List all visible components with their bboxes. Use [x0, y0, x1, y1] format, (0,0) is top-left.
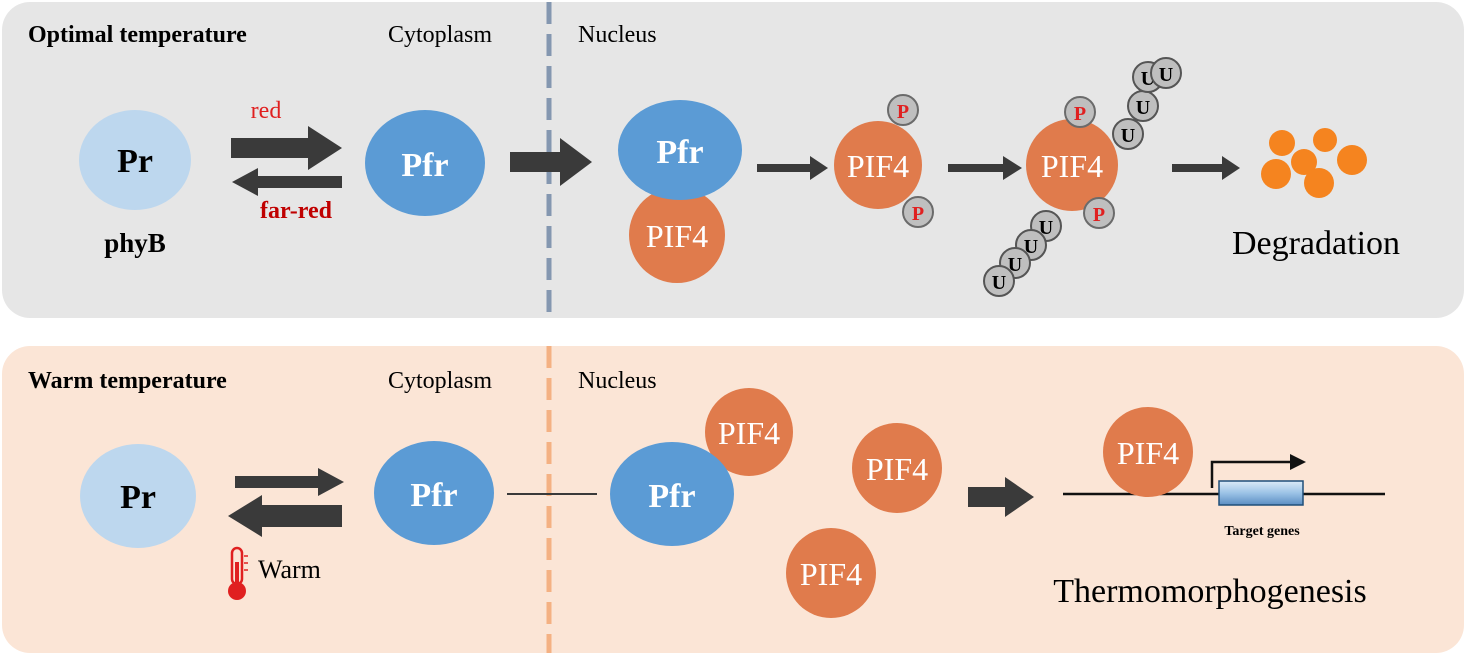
degradation-label: Degradation	[1232, 225, 1400, 262]
phosphate-4: P	[1083, 197, 1115, 229]
ubiquitin-upper-1-label: U	[1121, 125, 1135, 147]
complex-pif4-label: PIF4	[646, 218, 708, 254]
free-pif4-2-label: PIF4	[800, 556, 862, 592]
top-pr-circle	[79, 110, 191, 210]
import-arrow	[510, 138, 592, 186]
thermomorphogenesis-label: Thermomorphogenesis	[1053, 573, 1367, 610]
complex-pfr-circle	[618, 100, 742, 200]
top-panel-title: Optimal temperature	[28, 22, 247, 48]
phosphate-1-label: P	[897, 101, 909, 123]
warm-temperature-panel: Warm temperature Cytoplasm Nucleus Pr Wa…	[2, 346, 1464, 653]
forward-arrow	[235, 468, 344, 496]
free-pif4-1-circle	[852, 423, 942, 513]
reverse-warm-arrow	[228, 495, 342, 537]
degradation-arrow	[1172, 156, 1240, 180]
ubiquitin-lower-3-label: U	[1008, 254, 1022, 276]
phosphorylation-arrow	[757, 156, 828, 180]
bottom-nucleus-label: Nucleus	[578, 368, 657, 394]
ubiquitin-upper-2: U	[1127, 90, 1159, 122]
far-red-light-label: far-red	[260, 198, 333, 224]
ubq-pif4-label: PIF4	[1041, 148, 1103, 184]
degradation-fragments-icon	[1261, 128, 1367, 198]
phos-pif4-circle	[834, 121, 922, 209]
complex-pif4-circle	[629, 187, 725, 283]
ubiquitin-lower-2-label: U	[1024, 236, 1038, 258]
nucleus-pfr-circle	[610, 442, 734, 546]
ubq-pif4-circle	[1026, 119, 1118, 211]
phyb-label: phyB	[104, 228, 166, 258]
bottom-pr-circle	[80, 444, 196, 548]
ubiquitin-upper-4: U	[1150, 57, 1182, 89]
red-light-label: red	[251, 98, 282, 124]
top-cytoplasm-label: Cytoplasm	[388, 22, 492, 48]
red-arrow	[231, 126, 342, 170]
phos-pif4-label: PIF4	[847, 148, 909, 184]
activation-arrow	[968, 477, 1034, 517]
transcription-start-arrow-icon	[1210, 454, 1306, 488]
bound-pif4-label: PIF4	[1117, 435, 1179, 471]
complex-pfr-label: Pfr	[656, 134, 703, 171]
top-pr-label: Pr	[117, 143, 153, 180]
bottom-pfr-label: Pfr	[410, 477, 457, 514]
thermometer-icon	[228, 546, 248, 600]
far-red-arrow	[232, 168, 342, 196]
bound-pif4-circle	[1103, 407, 1193, 497]
free-pif4-2-circle	[786, 528, 876, 618]
phosphate-2: P	[902, 196, 934, 228]
free-pif4-1-label: PIF4	[866, 451, 928, 487]
bottom-panel-title: Warm temperature	[28, 368, 227, 394]
bottom-pfr-circle	[374, 441, 494, 545]
phosphate-4-label: P	[1093, 204, 1105, 226]
ubiquitin-upper-2-label: U	[1136, 97, 1150, 119]
phosphate-3: P	[1064, 96, 1096, 128]
ubiquitin-upper-1: U	[1112, 118, 1144, 150]
top-pfr-circle	[365, 110, 485, 216]
ubiquitin-upper-4-label: U	[1159, 64, 1173, 86]
top-nucleus-label: Nucleus	[578, 22, 657, 48]
target-genes-label: Target genes	[1224, 524, 1300, 539]
ubiquitin-lower-4: U	[983, 265, 1015, 297]
pif4-released-circle	[705, 388, 793, 476]
bottom-cytoplasm-label: Cytoplasm	[388, 368, 492, 394]
warm-label: Warm	[258, 555, 321, 584]
nucleus-pfr-label: Pfr	[648, 478, 695, 515]
phosphate-1: P	[887, 94, 919, 126]
ubiquitin-lower-4-label: U	[992, 272, 1006, 294]
phosphate-3-label: P	[1074, 103, 1086, 125]
bottom-pr-label: Pr	[120, 479, 156, 516]
pif4-released-label: PIF4	[718, 415, 780, 451]
optimal-temperature-panel: Optimal temperature Cytoplasm Nucleus Pr…	[2, 2, 1464, 318]
top-pfr-label: Pfr	[401, 147, 448, 184]
ubiquitin-lower-1-label: U	[1039, 217, 1053, 239]
ubiquitination-arrow	[948, 156, 1022, 180]
phosphate-2-label: P	[912, 203, 924, 225]
target-gene-box	[1218, 480, 1304, 506]
